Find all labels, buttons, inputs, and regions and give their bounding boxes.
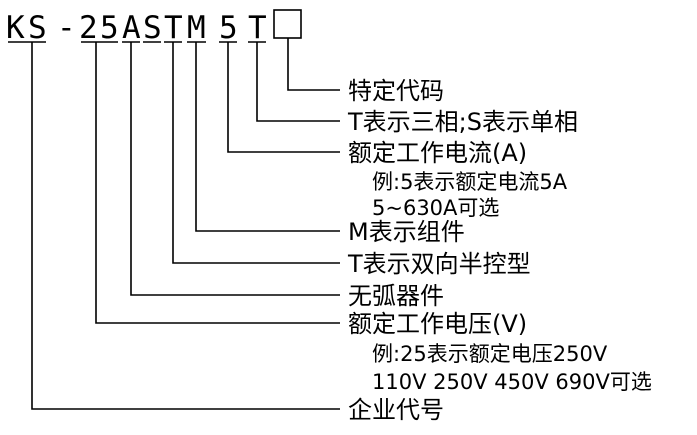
leader-phase: [256, 42, 340, 122]
code-char-5: 5: [100, 10, 119, 46]
leader-bidirectional: [172, 42, 340, 264]
label-component: M表示组件: [348, 218, 465, 246]
note-voltage-options: 110V 250V 450V 690V可选: [372, 370, 652, 394]
code-char-T: T: [164, 10, 183, 46]
leader-component: [195, 42, 340, 232]
code-char-A: A: [122, 10, 141, 46]
label-phase: T表示三相;S表示单相: [347, 108, 578, 136]
leader-current: [227, 42, 340, 153]
label-rated-current: 额定工作电流(A): [348, 139, 527, 167]
code-char-S2: S: [143, 10, 162, 46]
leader-arcless: [130, 42, 340, 296]
special-code-box: [273, 9, 302, 39]
label-enterprise-code: 企业代号: [348, 396, 444, 424]
code-char-T2: T: [248, 10, 267, 46]
label-rated-voltage: 额定工作电压(V): [348, 310, 527, 338]
note-voltage-example: 例:25表示额定电压250V: [372, 342, 608, 366]
code-char-M: M: [187, 10, 206, 46]
label-special-code: 特定代码: [348, 77, 444, 105]
leader-special-code: [287, 38, 340, 91]
label-bidirectional: T表示双向半控型: [347, 250, 531, 278]
label-arcless: 无弧器件: [348, 282, 444, 310]
note-current-range: 5~630A可选: [372, 196, 499, 220]
leader-enterprise: [31, 42, 340, 410]
leader-voltage: [95, 42, 340, 324]
code-char-S: S: [28, 10, 47, 46]
code-dash: -: [57, 10, 76, 46]
code-char-2: 2: [79, 10, 98, 46]
code-char-5b: 5: [219, 10, 238, 46]
code-char-K: K: [6, 10, 25, 46]
note-current-example: 例:5表示额定电流5A: [372, 170, 568, 194]
